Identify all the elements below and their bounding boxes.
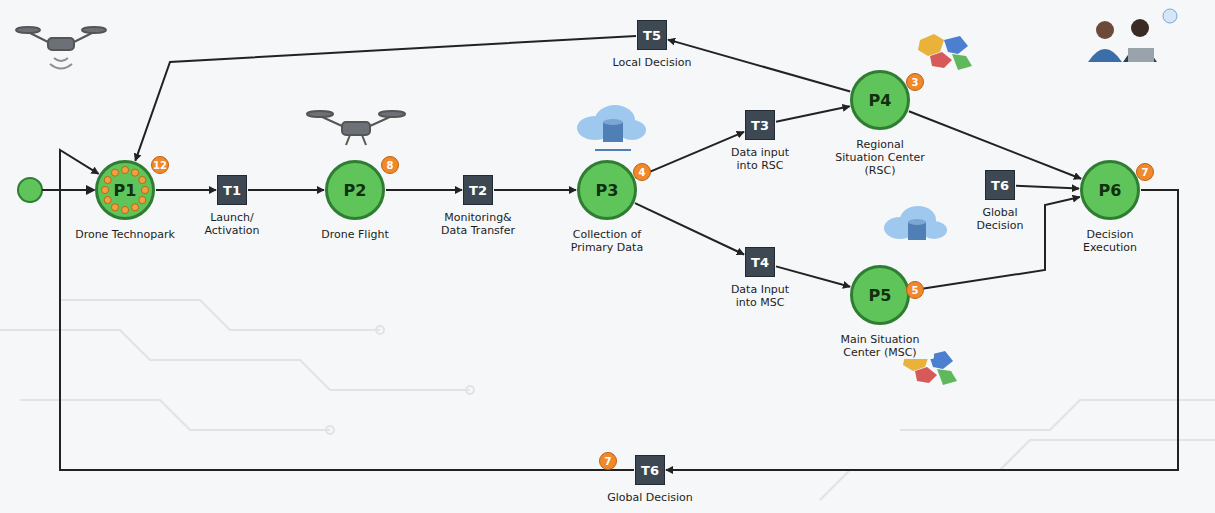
place-circle: P5Main Situation Center (MSC)	[850, 265, 910, 325]
arc-arrow	[1016, 186, 1079, 189]
transition-id: T1	[223, 183, 241, 198]
transition-box: T5Local Decision	[637, 20, 667, 50]
arc-arrow	[666, 190, 1178, 470]
transition-box: T3Data input into RSC	[745, 110, 775, 140]
start-arc	[42, 189, 88, 191]
drone-icon	[16, 27, 106, 69]
place-id: P5	[869, 286, 892, 305]
start-place	[18, 178, 42, 202]
node-caption: Collection of Primary Data	[553, 228, 661, 254]
callout-number: 8	[381, 156, 399, 174]
cloud-database-icon	[577, 105, 646, 150]
callout-number: 12	[151, 156, 169, 174]
node-caption: Drone Flight	[308, 228, 402, 241]
node-caption: Data Input into MSC	[720, 283, 800, 309]
transition-box: T4Data Input into MSC	[745, 247, 775, 277]
map-icon	[918, 34, 972, 70]
place-circle: P2Drone Flight	[325, 160, 385, 220]
place-id: P6	[1099, 181, 1122, 200]
arc-arrow	[494, 189, 576, 191]
place-id: P1	[114, 181, 137, 200]
cloud-database-icon	[884, 206, 947, 240]
place-id: P4	[869, 91, 892, 110]
place-circle: P3Collection of Primary Data	[577, 160, 637, 220]
transition-box: T1Launch/ Activation	[217, 175, 247, 205]
callout-number: 7	[1136, 163, 1154, 181]
place-circle: P1Drone Technopark	[95, 160, 155, 220]
arc-arrow	[776, 106, 850, 121]
transition-box: T2Monitoring& Data Transfer	[463, 175, 493, 205]
callout-number: 3	[906, 73, 924, 91]
callout-number: 4	[633, 163, 651, 181]
place-id: P2	[344, 181, 367, 200]
place-circle: P6Decision Execution	[1080, 160, 1140, 220]
node-caption: Global Decision	[593, 491, 707, 504]
arc-arrow	[386, 189, 462, 191]
node-caption: Local Decision	[595, 56, 709, 69]
node-caption: Data input into RSC	[720, 146, 800, 172]
arc-arrow	[60, 150, 634, 470]
arc-arrow	[156, 189, 216, 191]
place-id: P3	[596, 181, 619, 200]
arc-arrow	[909, 111, 1081, 178]
transition-id: T2	[469, 183, 487, 198]
transition-id: T5	[643, 28, 661, 43]
transition-id: T6	[641, 463, 659, 478]
transition-box: T6Global Decision	[985, 170, 1015, 200]
node-caption: Main Situation Center (MSC)	[826, 333, 934, 359]
drone-icon	[307, 111, 405, 145]
callout-number: 5	[906, 281, 924, 299]
node-caption: Regional Situation Center (RSC)	[828, 138, 932, 177]
node-caption: Monitoring& Data Transfer	[431, 211, 525, 237]
transition-box: T6Global Decision	[635, 455, 665, 485]
node-caption: Global Decision	[963, 206, 1037, 232]
arc-arrow	[248, 189, 324, 191]
node-caption: Decision Execution	[1068, 228, 1152, 254]
node-caption: Drone Technopark	[63, 228, 187, 241]
node-caption: Launch/ Activation	[190, 211, 274, 237]
transition-id: T6	[991, 178, 1009, 193]
place-circle: P4Regional Situation Center (RSC)	[850, 70, 910, 130]
transition-id: T4	[751, 255, 769, 270]
people-icon	[1088, 9, 1177, 62]
transition-id: T3	[751, 118, 769, 133]
arc-arrow	[911, 197, 1080, 290]
callout-number: 7	[599, 452, 617, 470]
arc-arrow	[135, 36, 636, 161]
